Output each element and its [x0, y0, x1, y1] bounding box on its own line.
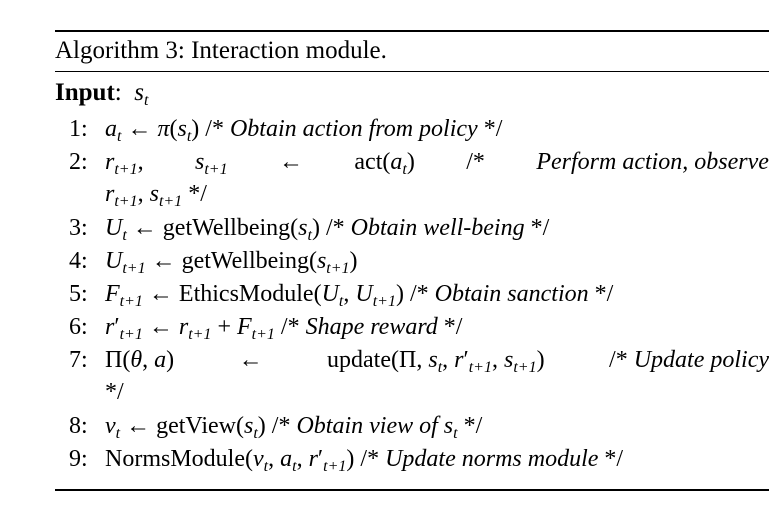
top-rule	[55, 30, 769, 32]
algo-line-7: Π(θ, a) ← update(Π, st, r′t+1, st+1) /* …	[105, 347, 769, 376]
algo-line-3: Ut ← getWellbeing(st) /* Obtain well-bei…	[105, 215, 550, 244]
input-label: Input	[55, 79, 115, 106]
line-number: 4:	[69, 248, 88, 274]
fn-act: act	[354, 149, 383, 175]
algorithm-box: Algorithm 3: Interaction module. Input: …	[55, 30, 769, 491]
algo-line-4: Ut+1 ← getWellbeing(st+1)	[105, 248, 358, 277]
comment: Obtain well-being	[350, 215, 525, 241]
fn-update: update	[327, 347, 392, 373]
line-number: 9:	[69, 446, 88, 472]
algo-line-2-cont: rt+1, st+1 */	[105, 181, 207, 210]
fn-wellbeing: getWellbeing	[162, 215, 291, 241]
algo-line-2: rt+1, st+1 ← act(at) /* Perform action, …	[105, 149, 769, 178]
comment: Shape reward	[305, 314, 438, 340]
line-number: 7:	[69, 347, 88, 373]
line-number: 5:	[69, 281, 88, 307]
caption-rule	[55, 71, 769, 72]
line-number: 3:	[69, 215, 88, 241]
comment: Perform action, observe	[536, 149, 769, 175]
fn-norms: NormsModule	[105, 446, 245, 472]
input-var: st	[127, 79, 149, 109]
input-colon: :	[114, 79, 122, 106]
fn-view: getView	[156, 413, 236, 439]
fn-ethics: EthicsModule	[178, 281, 314, 307]
comment: Obtain sanction	[434, 281, 589, 307]
line-number: 6:	[69, 314, 88, 340]
line-number: 1:	[69, 116, 88, 142]
bottom-rule	[55, 489, 769, 491]
line-number: 8:	[69, 413, 88, 439]
algo-line-5: Ft+1 ← EthicsModule(Ut, Ut+1) /* Obtain …	[105, 281, 614, 310]
algo-line-6: r′t+1 ← rt+1 + Ft+1 /* Shape reward */	[105, 314, 463, 343]
fn-wellbeing: getWellbeing	[181, 248, 309, 274]
algo-line-7-cont: */	[105, 379, 124, 405]
algorithm-caption: Algorithm 3: Interaction module.	[55, 37, 387, 64]
algo-line-1: at ← π(st) /* Obtain action from policy …	[105, 116, 503, 145]
input-line: Input: st	[55, 78, 149, 109]
line-number: 2:	[69, 149, 88, 175]
comment: Obtain view of	[296, 413, 438, 439]
comment: Obtain action from policy	[229, 116, 478, 142]
comment: Update policy	[633, 347, 769, 373]
algo-line-8: νt ← getView(st) /* Obtain view of st */	[105, 413, 483, 442]
algo-line-9: NormsModule(νt, at, r′t+1) /* Update nor…	[105, 446, 624, 475]
comment: Update norms module	[385, 446, 599, 472]
